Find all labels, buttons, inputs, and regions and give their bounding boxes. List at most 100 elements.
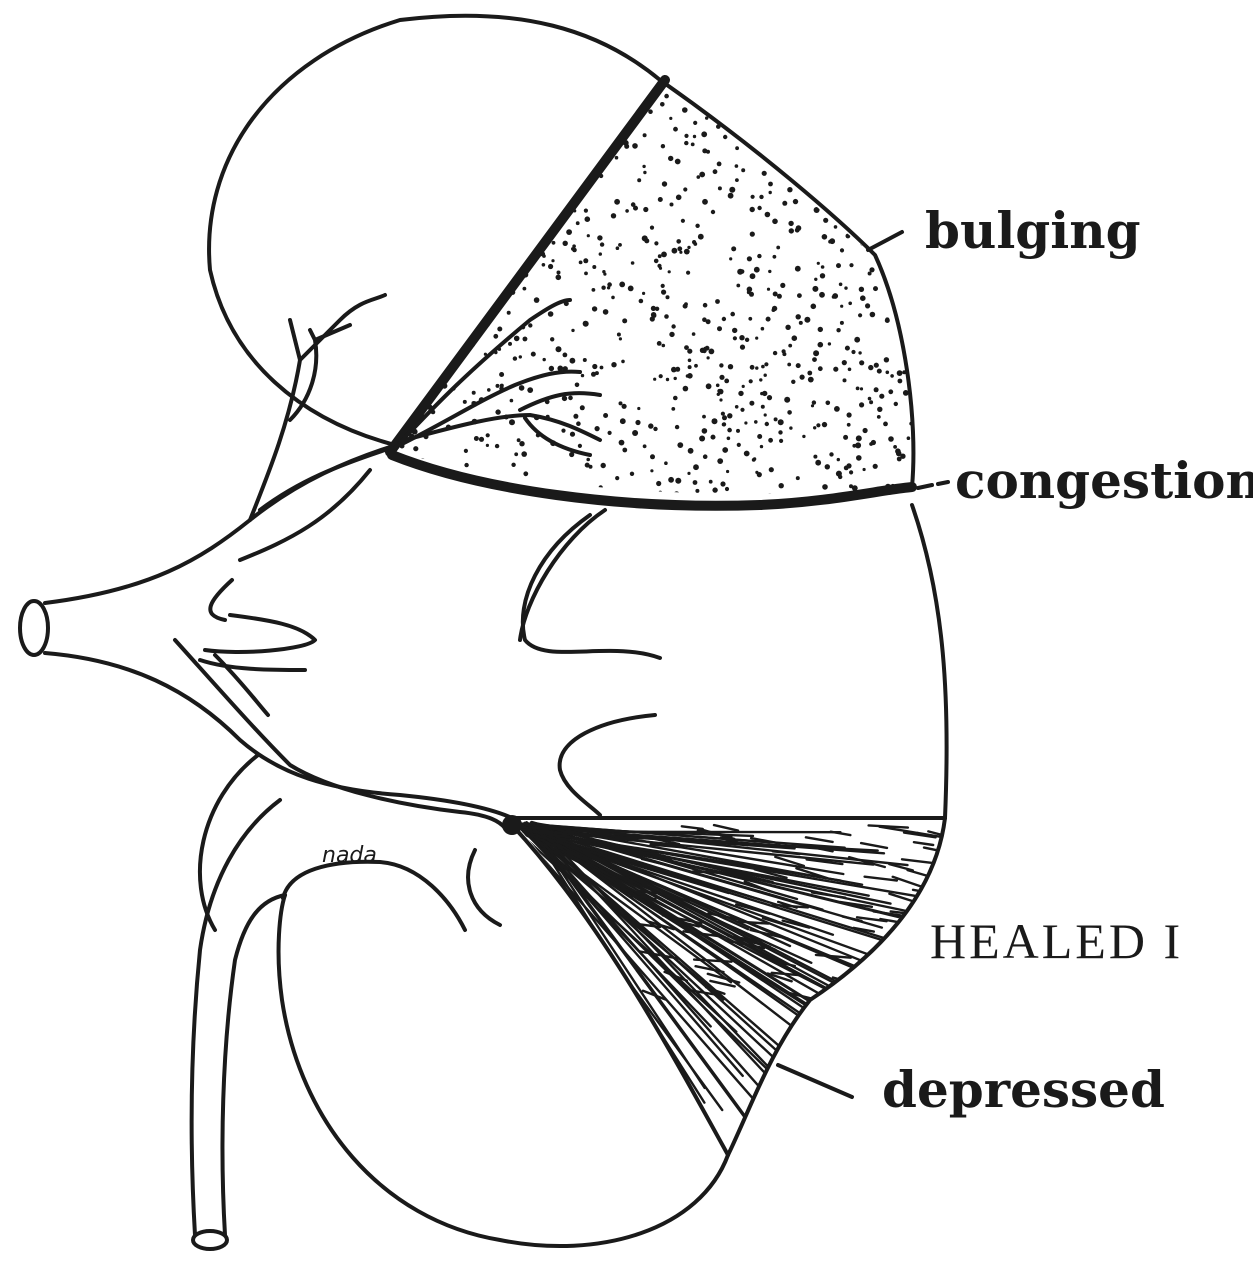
stipple-dot bbox=[579, 261, 583, 265]
stipple-dot bbox=[728, 193, 734, 199]
stipple-dot bbox=[412, 184, 417, 189]
stipple-dot bbox=[619, 337, 622, 340]
stipple-dot bbox=[788, 221, 793, 226]
stipple-dot bbox=[823, 180, 826, 183]
hatch-dash bbox=[933, 889, 963, 894]
stipple-dot bbox=[470, 287, 474, 291]
stipple-dot bbox=[428, 185, 434, 191]
stipple-dot bbox=[495, 409, 500, 414]
stipple-dot bbox=[660, 102, 665, 107]
stipple-dot bbox=[904, 234, 907, 237]
stipple-dot bbox=[500, 101, 505, 106]
stipple-dot bbox=[874, 363, 879, 368]
stipple-dot bbox=[916, 160, 919, 163]
stipple-dot bbox=[757, 254, 761, 258]
stipple-dot bbox=[883, 422, 888, 427]
stipple-dot bbox=[432, 284, 437, 289]
stipple-dot bbox=[842, 360, 847, 365]
stipple-dot bbox=[427, 162, 433, 168]
stipple-dot bbox=[603, 413, 608, 418]
stipple-dot bbox=[450, 343, 453, 346]
stipple-dot bbox=[677, 246, 682, 251]
stipple-dot bbox=[493, 190, 499, 196]
stipple-dot bbox=[851, 350, 855, 354]
stipple-dot bbox=[717, 458, 723, 464]
stipple-dot bbox=[818, 150, 824, 156]
stipple-dot bbox=[862, 151, 867, 156]
stipple-dot bbox=[623, 490, 627, 494]
stipple-dot bbox=[572, 140, 576, 144]
artery-cut-end bbox=[20, 601, 48, 655]
stipple-dot bbox=[914, 155, 918, 159]
stipple-dot bbox=[415, 188, 420, 193]
stipple-dot bbox=[550, 337, 554, 341]
stipple-dot bbox=[679, 251, 682, 254]
stipple-dot bbox=[709, 349, 715, 355]
stipple-dot bbox=[727, 413, 732, 418]
stipple-dot bbox=[557, 271, 561, 275]
stipple-dot bbox=[768, 438, 773, 443]
stipple-dot bbox=[673, 396, 678, 401]
stipple-dot bbox=[905, 205, 910, 210]
stipple-dot bbox=[448, 338, 453, 343]
stipple-dot bbox=[661, 144, 665, 148]
stipple-dot bbox=[869, 400, 873, 404]
stipple-dot bbox=[737, 443, 741, 447]
stipple-dot bbox=[767, 494, 773, 500]
stipple-dot bbox=[426, 335, 432, 341]
stipple-dot bbox=[820, 115, 823, 118]
stipple-dot bbox=[747, 256, 752, 261]
stipple-dot bbox=[390, 192, 395, 197]
stipple-dot bbox=[765, 422, 769, 426]
stipple-dot bbox=[672, 248, 678, 254]
stipple-dot bbox=[736, 429, 740, 433]
stipple-dot bbox=[877, 415, 881, 419]
stipple-dot bbox=[759, 195, 763, 199]
stipple-dot bbox=[537, 165, 540, 168]
stipple-dot bbox=[585, 216, 591, 222]
stipple-dot bbox=[466, 169, 471, 174]
stipple-dot bbox=[451, 168, 455, 172]
stipple-dot bbox=[784, 397, 790, 403]
stipple-dot bbox=[908, 161, 911, 164]
hatch-dash bbox=[914, 842, 933, 845]
stipple-dot bbox=[450, 251, 456, 257]
stipple-dot bbox=[637, 178, 641, 182]
stipple-dot bbox=[509, 74, 515, 80]
stipple-dot bbox=[894, 402, 898, 406]
stipple-dot bbox=[750, 273, 756, 279]
stipple-dot bbox=[399, 170, 403, 174]
stipple-dot bbox=[585, 133, 591, 139]
stipple-dot bbox=[491, 297, 496, 302]
stipple-dot bbox=[840, 248, 844, 252]
stipple-dot bbox=[749, 401, 754, 406]
stipple-dot bbox=[527, 387, 533, 393]
hatch-dash bbox=[868, 964, 891, 970]
stipple-dot bbox=[502, 228, 508, 234]
artery-lower-inner-wall bbox=[175, 640, 505, 828]
stipple-dot bbox=[872, 148, 875, 151]
stipple-dot bbox=[702, 415, 706, 419]
stipple-dot bbox=[661, 252, 667, 258]
stipple-dot bbox=[864, 153, 870, 159]
stipple-dot bbox=[439, 477, 444, 482]
stipple-dot bbox=[639, 299, 644, 304]
stipple-dot bbox=[474, 436, 479, 441]
stipple-dot bbox=[828, 240, 832, 244]
stipple-dot bbox=[722, 422, 726, 426]
stipple-dot bbox=[453, 102, 456, 105]
stipple-dot bbox=[688, 448, 694, 454]
stipple-dot bbox=[584, 272, 588, 276]
stipple-dot bbox=[836, 471, 842, 477]
stipple-dot bbox=[635, 420, 640, 425]
stipple-dot bbox=[662, 181, 667, 186]
stipple-dot bbox=[829, 452, 833, 456]
stipple-dot bbox=[394, 485, 400, 491]
stipple-dot bbox=[432, 116, 435, 119]
stipple-dot bbox=[631, 261, 635, 265]
kidney-outline-right-upper bbox=[660, 80, 913, 487]
stipple-dot bbox=[858, 198, 864, 204]
stipple-dot bbox=[650, 454, 655, 459]
stipple-dot bbox=[394, 500, 398, 504]
stipple-dot bbox=[491, 83, 496, 88]
